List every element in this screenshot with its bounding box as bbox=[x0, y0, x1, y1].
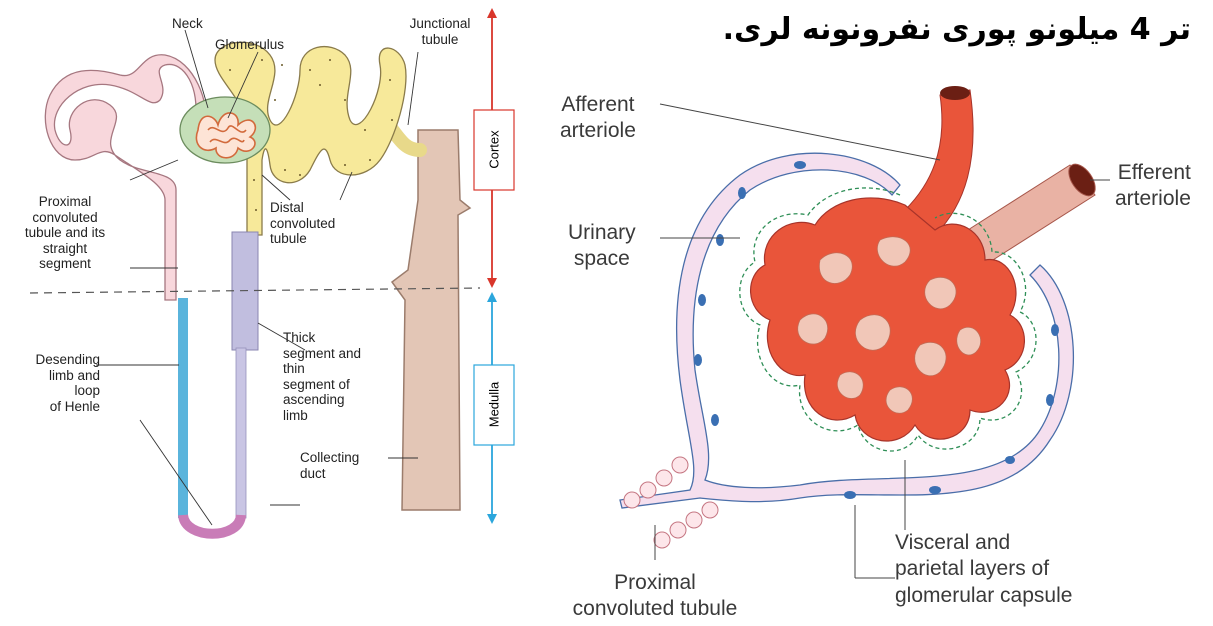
label-efferent-arteriole: Efferent arteriole bbox=[1115, 160, 1191, 213]
label-afferent-arteriole: Afferent arteriole bbox=[560, 92, 636, 145]
afferent-opening bbox=[940, 86, 970, 100]
label-proximal-convoluted-tubule: Proximal convoluted tubule bbox=[555, 570, 755, 623]
label-urinary-space: Urinary space bbox=[568, 220, 636, 273]
label-visceral-parietal-layers: Visceral and parietal layers of glomerul… bbox=[895, 530, 1072, 609]
